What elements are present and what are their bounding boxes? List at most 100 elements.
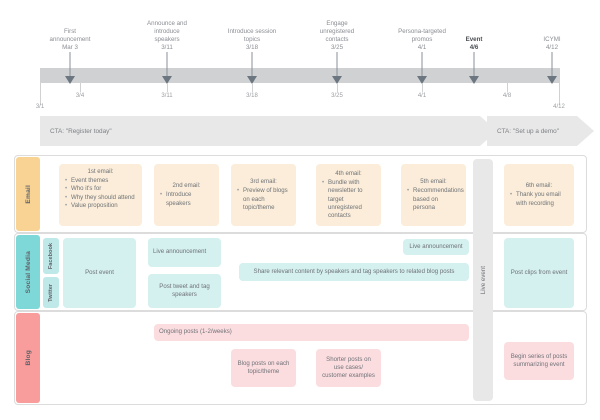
timeline-marker-arrow-6 xyxy=(547,76,557,84)
cta-banner-1[interactable]: CTA: "Set up a demo" xyxy=(487,116,594,146)
email-card-list: Preview of blogs on each topic/theme xyxy=(236,187,291,212)
timeline-tick-label-0: 3/1 xyxy=(35,104,45,110)
email-card-list-item: Bundle with newsletter to target unregis… xyxy=(322,179,376,220)
channel-row-email: Email 1st email: Event themesWho it's for… xyxy=(14,155,587,233)
live-event-column: Live event xyxy=(473,159,493,401)
timeline-marker-label-2: Introduce session topics 3/18 xyxy=(227,28,277,51)
email-card-title: 1st email: xyxy=(87,168,114,175)
social-card-text: Live announcement xyxy=(409,242,463,250)
blog-card[interactable]: Begin series of posts summarizing event xyxy=(504,342,574,380)
social-card-text: Live announcement xyxy=(153,248,207,256)
timeline-tick-0 xyxy=(40,83,41,105)
timeline-tick-2 xyxy=(167,83,168,92)
email-card-title: 5th email: xyxy=(420,178,447,186)
timeline-tick-label-1: 3/4 xyxy=(75,93,85,99)
timeline-tick-5 xyxy=(422,83,423,92)
social-card[interactable]: Post event xyxy=(63,238,136,308)
email-card-title: 4th email: xyxy=(335,169,362,177)
timeline-marker-0[interactable] xyxy=(64,52,76,84)
cta-banner-0[interactable]: CTA: "Register today" xyxy=(40,116,497,146)
channel-label-blog-text: Blog xyxy=(24,350,32,366)
email-card-list: Introduce speakers xyxy=(159,191,214,207)
email-card-list-item: Preview of blogs on each topic/theme xyxy=(237,187,291,212)
blog-card-text: Blog posts on each topic/theme xyxy=(237,359,290,375)
social-card-text: Post event xyxy=(85,268,114,276)
email-card-list-item: Value proposition xyxy=(65,202,137,210)
email-card[interactable]: 5th email:Recommendations based on perso… xyxy=(401,164,466,226)
timeline-marker-stem-1 xyxy=(166,52,168,83)
timeline-marker-2[interactable] xyxy=(246,52,258,84)
timeline-marker-arrow-0 xyxy=(65,76,75,84)
blog-card[interactable]: Ongoing posts (1-2/weeks) xyxy=(154,324,469,341)
email-card[interactable]: 2nd email:Introduce speakers xyxy=(154,164,219,226)
cta-banner-body-1: CTA: "Set up a demo" xyxy=(487,116,577,146)
timeline-marker-3[interactable] xyxy=(331,52,343,84)
timeline-tick-label-5: 4/1 xyxy=(417,93,427,99)
timeline-marker-label-1: Announce and introduce speakers 3/11 xyxy=(147,20,187,51)
email-card[interactable]: 3rd email:Preview of blogs on each topic… xyxy=(231,164,296,226)
blog-card-text: Ongoing posts (1-2/weeks) xyxy=(159,328,232,336)
email-card-title: 3rd email: xyxy=(250,178,277,186)
channel-label-social-media: Social Media xyxy=(16,235,40,309)
social-card[interactable]: Share relevant content by speakers and t… xyxy=(239,263,469,281)
email-card[interactable]: 6th email:Thank you email with recording xyxy=(504,164,574,226)
timeline-tick-7 xyxy=(559,83,560,105)
timeline-marker-stem-0 xyxy=(69,52,71,83)
email-card-list: Bundle with newsletter to target unregis… xyxy=(321,179,376,220)
channel-label-email-text: Email xyxy=(24,184,32,204)
timeline-marker-stem-5 xyxy=(473,52,475,83)
social-card[interactable]: Live announcement xyxy=(148,238,221,267)
sublabel-facebook: Facebook xyxy=(43,238,59,274)
timeline-marker-label-3: Engage unregistered contacts 3/25 xyxy=(319,20,355,51)
blog-card-text: Shorter posts on use cases/ customer exa… xyxy=(322,355,375,380)
timeline-marker-label-6: ICYMI 4/12 xyxy=(543,36,561,51)
timeline-tick-label-6: 4/8 xyxy=(502,93,512,99)
social-card[interactable]: Post tweet and tag speakers xyxy=(148,274,221,308)
cta-banner-text-1: CTA: "Set up a demo" xyxy=(497,127,559,135)
cta-banner-body-0: CTA: "Register today" xyxy=(40,116,480,146)
timeline-marker-stem-4 xyxy=(421,52,423,83)
timeline-tick-label-4: 3/25 xyxy=(331,93,343,99)
timeline-marker-stem-3 xyxy=(336,52,338,83)
timeline-tick-4 xyxy=(337,83,338,92)
timeline-marker-5[interactable] xyxy=(468,52,480,84)
channel-label-social-media-text: Social Media xyxy=(24,250,32,294)
email-card-list-item: Why they should attend xyxy=(65,194,137,202)
email-card-list-item: Introduce speakers xyxy=(160,191,214,207)
email-card[interactable]: 1st email: Event themesWho it's forWhy th… xyxy=(59,164,142,226)
social-card-text: Post tweet and tag speakers xyxy=(159,282,210,298)
blog-card-text: Begin series of posts summarizing event xyxy=(510,352,568,368)
timeline-marker-label-4: Persona-targeted promos 4/1 xyxy=(398,28,446,51)
timeline-marker-1[interactable] xyxy=(161,52,173,84)
timeline-marker-arrow-2 xyxy=(247,76,257,84)
cta-banner-arrowhead-1 xyxy=(577,116,594,146)
timeline-marker-label-5: Event 4/6 xyxy=(465,36,483,51)
social-card-text: Share relevant content by speakers and t… xyxy=(253,267,455,275)
social-card[interactable]: Post clips from event xyxy=(504,238,574,308)
timeline-marker-stem-2 xyxy=(251,52,253,83)
sublabel-facebook-text: Facebook xyxy=(48,242,54,270)
timeline-tick-label-2: 3/11 xyxy=(161,93,173,99)
timeline-marker-4[interactable] xyxy=(416,52,428,84)
timeline-marker-arrow-5 xyxy=(469,76,479,84)
email-card-list-item: Recommendations based on persona xyxy=(407,187,464,212)
email-card-list: Thank you email with recording xyxy=(509,191,569,207)
timeline-tick-1 xyxy=(80,83,81,92)
timeline-marker-6[interactable] xyxy=(546,52,558,84)
email-card-title: 6th email: xyxy=(525,182,553,190)
email-card-list-item: Who it's for xyxy=(65,185,137,193)
email-card-list: Event themesWho it's forWhy they should … xyxy=(64,177,137,210)
blog-card[interactable]: Blog posts on each topic/theme xyxy=(231,349,296,387)
channel-label-blog: Blog xyxy=(16,313,40,403)
timeline-tick-3 xyxy=(252,83,253,92)
email-card[interactable]: 4th email: Bundle with newsletter to targ… xyxy=(316,164,381,226)
blog-card[interactable]: Shorter posts on use cases/ customer exa… xyxy=(316,349,381,387)
sublabel-twitter-text: Twitter xyxy=(48,283,54,302)
cta-banner-text-0: CTA: "Register today" xyxy=(50,127,112,135)
social-card[interactable]: Live announcement xyxy=(403,239,469,255)
email-card-title: 2nd email: xyxy=(172,182,201,190)
timeline-bar xyxy=(40,68,560,83)
timeline-tick-6 xyxy=(507,83,508,92)
live-event-label: Live event xyxy=(479,265,487,295)
